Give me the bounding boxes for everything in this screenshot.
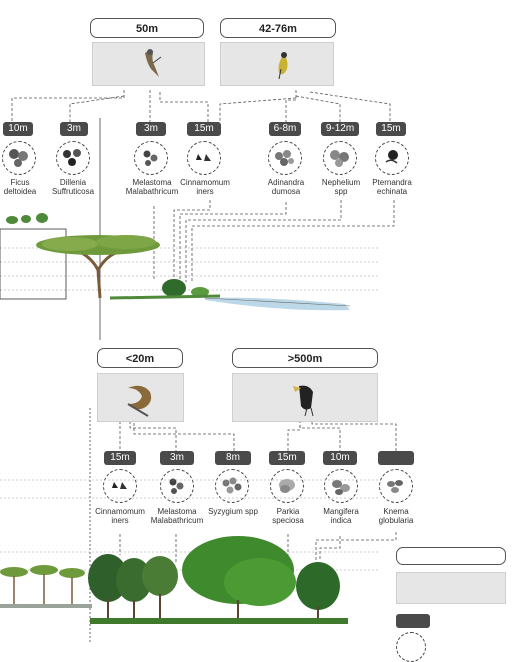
- bud-icon: [385, 150, 398, 164]
- plant-label-bottom-2: Syzygium spp: [208, 507, 258, 516]
- top-landscape-illustration: [0, 213, 380, 311]
- animal-box-bottom-left: [97, 373, 184, 422]
- legend-animal-box: [396, 572, 506, 604]
- legend-range-pill: [396, 547, 506, 565]
- tag-bottom-5: [378, 451, 414, 465]
- rambutan-icon: [330, 150, 349, 167]
- tag-top-2: 3m: [136, 122, 166, 136]
- tag-top-5: 9-12m: [321, 122, 359, 136]
- range-pill-bottom-right: >500m: [232, 348, 378, 368]
- range-pill-bottom-left: <20m: [97, 348, 183, 368]
- plant-circle-bottom-5: [379, 469, 413, 503]
- mango-icon: [332, 480, 350, 495]
- tag-bottom-3: 15m: [269, 451, 305, 465]
- fig-fruit-icon: [9, 149, 28, 167]
- plant-circle-bottom-1: [160, 469, 194, 503]
- legend-tag: [396, 614, 430, 628]
- tag-bottom-4: 10m: [323, 451, 357, 465]
- tag-top-0: 10m: [3, 122, 33, 136]
- plant-circle-top-5: [323, 141, 357, 175]
- plant-circle-bottom-4: [324, 469, 358, 503]
- pod-icon: [279, 479, 295, 493]
- tag-top-6: 15m: [376, 122, 406, 136]
- animal-box-top-right: [220, 42, 334, 86]
- tag-bottom-1: 3m: [160, 451, 194, 465]
- animal-box-bottom-right: [232, 373, 378, 422]
- plant-circle-top-6: [375, 141, 409, 175]
- fruit-cluster-icon: [222, 477, 242, 494]
- seed-icon: [196, 154, 211, 161]
- tag-top-3: 15m: [187, 122, 221, 136]
- plant-circle-top-4: [268, 141, 302, 175]
- bird-icon: [145, 49, 162, 77]
- plant-circle-top-0: [2, 141, 36, 175]
- plant-circle-bottom-0: [103, 469, 137, 503]
- squirrel-icon: [127, 385, 152, 417]
- hornbill-icon: [293, 385, 314, 417]
- plant-circle-top-3: [187, 141, 221, 175]
- animal-box-top-left: [92, 42, 205, 86]
- plant-circle-top-2: [134, 141, 168, 175]
- plant-circle-bottom-3: [270, 469, 304, 503]
- range-pill-top-right: 42-76m: [220, 18, 336, 38]
- bottom-landscape-illustration: [0, 479, 380, 624]
- tag-top-1: 3m: [60, 122, 88, 136]
- berry-icon: [169, 478, 184, 494]
- tag-top-4: 6-8m: [269, 122, 301, 136]
- fruit-cluster-icon: [275, 150, 294, 166]
- plant-circle-bottom-2: [215, 469, 249, 503]
- tag-bottom-0: 15m: [104, 451, 136, 465]
- plant-circle-top-1: [56, 141, 90, 175]
- flower-icon: [63, 149, 81, 166]
- yellow-bird-icon: [278, 52, 288, 80]
- range-pill-top-left: 50m: [90, 18, 204, 38]
- nutmeg-icon: [387, 480, 403, 493]
- tag-bottom-2: 8m: [215, 451, 251, 465]
- berry-icon: [143, 150, 158, 166]
- legend-plant-circle: [396, 632, 426, 662]
- seed-icon: [112, 482, 127, 489]
